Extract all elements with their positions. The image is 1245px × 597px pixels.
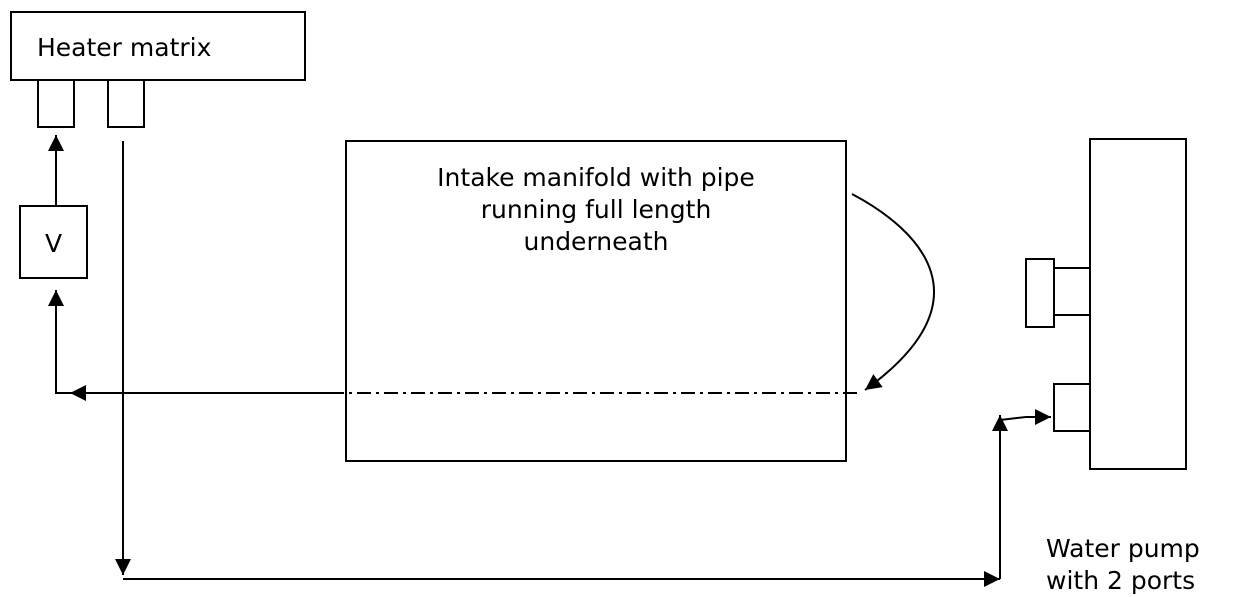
intake-manifold-label-line1: Intake manifold with pipe [437,163,755,192]
intake-manifold-box [345,140,847,462]
heater-matrix-box [10,11,306,81]
water-pump-label-line2: with 2 ports [1046,566,1196,595]
pump-upper-port-inner [1053,267,1091,316]
heater-matrix-label: Heater matrix [37,33,212,62]
pump-upper-port-outer [1025,258,1055,328]
intake-manifold-label: Intake manifold with pipe running full l… [346,162,846,258]
pump-inlet-arrow [999,409,1051,425]
manifold-return-line [48,290,330,394]
valve-box [19,205,88,279]
heater-inlet-port [37,79,75,128]
water-pump-label-line1: Water pump [1046,534,1200,563]
heater-outlet-port [107,79,145,128]
intake-manifold-label-line2: running full length [480,195,712,224]
pump-to-pipe-curve [851,193,935,391]
valve-label: V [45,229,63,258]
water-pump-label: Water pump with 2 ports [1046,533,1200,597]
pump-lower-port [1053,383,1091,432]
intake-manifold-label-line3: underneath [523,227,669,256]
water-pump-body [1089,138,1187,470]
